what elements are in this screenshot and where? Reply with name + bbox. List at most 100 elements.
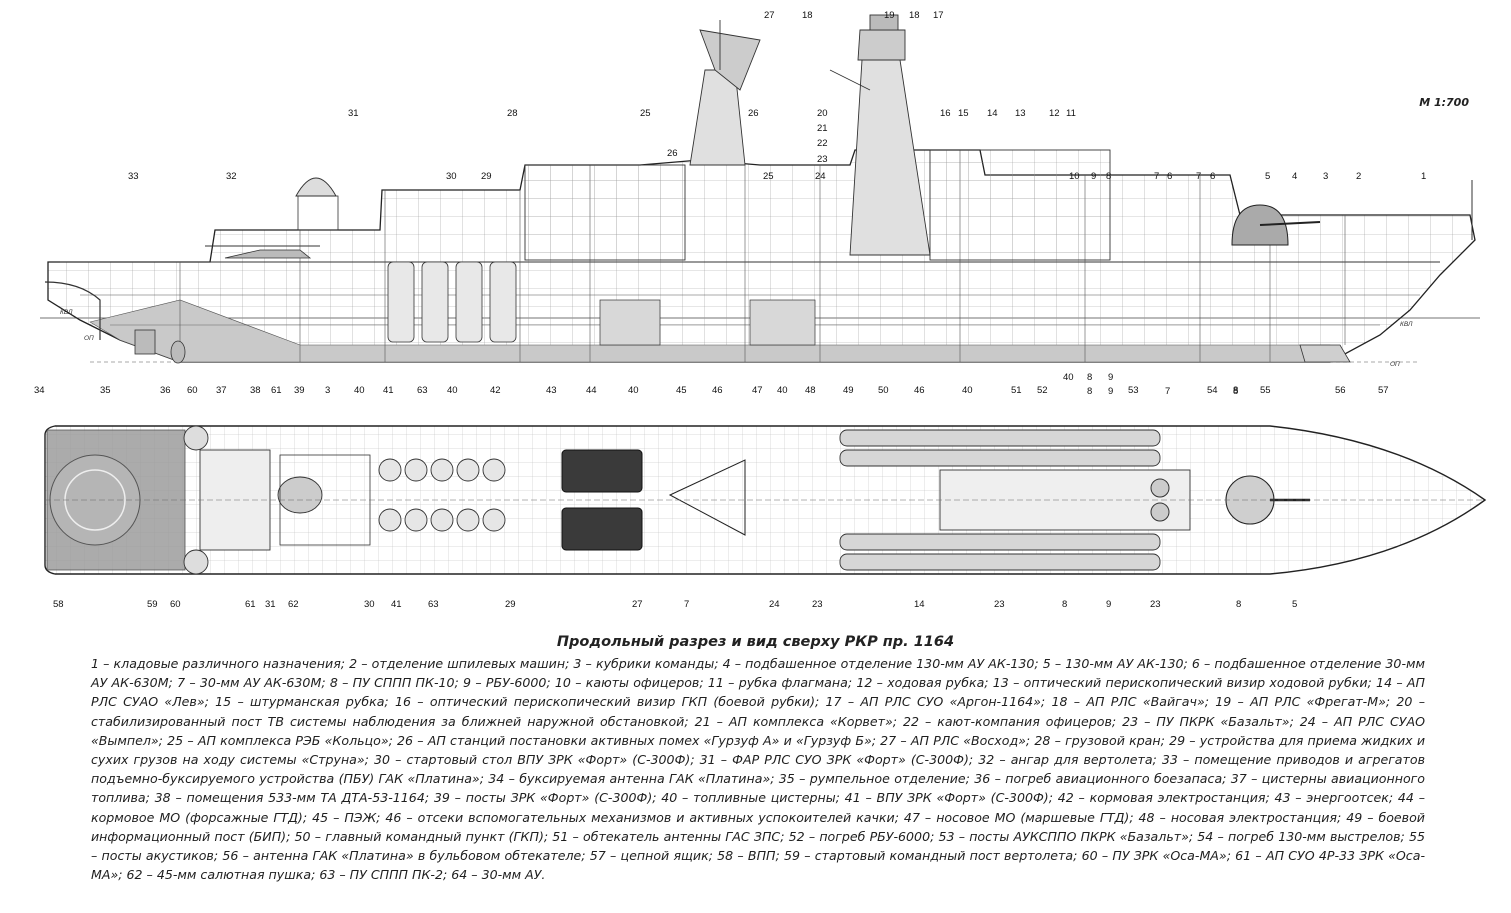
- callout-8: 8: [1106, 171, 1111, 182]
- plan-callout-9-top: 9: [1108, 386, 1113, 397]
- plan-callout-58: 58: [53, 599, 64, 610]
- callout-28: 28: [507, 108, 518, 119]
- callout-47: 47: [752, 385, 763, 396]
- plan-callout-8: 8: [1062, 599, 1067, 610]
- plan-callout-8-top-b: 8: [1233, 386, 1238, 397]
- callout-1: 1: [1421, 171, 1426, 182]
- op-aft-label: ОП: [84, 335, 94, 342]
- caption-legend: 1 – кладовые различного назначения; 2 – …: [91, 656, 1425, 883]
- callout-4: 4: [1292, 171, 1297, 182]
- callout-8-bottom: 8: [1087, 372, 1092, 383]
- callout-26: 26: [748, 108, 759, 119]
- callout-60: 60: [187, 385, 198, 396]
- callout-40d: 40: [777, 385, 788, 396]
- plan-callout-27: 27: [632, 599, 643, 610]
- caption-title: Продольный разрез и вид сверху РКР пр. 1…: [556, 634, 955, 650]
- callout-34: 34: [34, 385, 45, 396]
- callout-25: 25: [640, 108, 651, 119]
- callout-53: 53: [1128, 385, 1139, 396]
- callout-30: 30: [446, 171, 457, 182]
- callout-56: 56: [1335, 385, 1346, 396]
- fwd-superstructure: [929, 149, 1111, 261]
- voskhod-radar-top: [668, 459, 746, 536]
- plan-callout-63: 63: [428, 599, 439, 610]
- engine-rooms-side: [599, 299, 816, 346]
- callout-36: 36: [160, 385, 171, 396]
- callout-41: 41: [383, 385, 394, 396]
- plan-callout-8b: 8: [1236, 599, 1241, 610]
- callout-12: 12: [1049, 108, 1060, 119]
- callout-3: 3: [1323, 171, 1328, 182]
- callout-35: 35: [100, 385, 111, 396]
- op-fore-label: ОП: [1390, 361, 1400, 368]
- callout-6: 6: [1167, 171, 1172, 182]
- callout-3-bottom: 3: [325, 385, 330, 396]
- callout-50: 50: [878, 385, 889, 396]
- callout-40f: 40: [1063, 372, 1074, 383]
- callout-11: 11: [1066, 108, 1076, 119]
- callout-42: 42: [490, 385, 501, 396]
- callout-14: 14: [987, 108, 998, 119]
- fort-fcr-top: [277, 476, 323, 514]
- aft-funnel-stbd: [561, 507, 643, 551]
- callout-18: 18: [802, 10, 813, 21]
- plan-callout-31: 31: [265, 599, 276, 610]
- callout-15: 15: [958, 108, 969, 119]
- plan-callout-41: 41: [391, 599, 402, 610]
- plan-callout-23c: 23: [1150, 599, 1161, 610]
- callout-22: 22: [817, 138, 828, 149]
- bulb-sonar-dome: [1299, 344, 1351, 363]
- callout-7b: 7: [1196, 171, 1201, 182]
- callout-51: 51: [1011, 385, 1022, 396]
- callout-21: 21: [817, 123, 828, 134]
- kvl-fore-label: КВЛ: [1400, 321, 1413, 328]
- callout-6b: 6: [1210, 171, 1215, 182]
- callout-49: 49: [843, 385, 854, 396]
- callout-38: 38: [250, 385, 261, 396]
- callout-54: 54: [1207, 385, 1218, 396]
- osa-launcher-stbd: [183, 549, 209, 575]
- callout-9-bottom: 9: [1108, 372, 1113, 383]
- callout-19: 19: [884, 10, 895, 21]
- callout-61: 61: [271, 385, 282, 396]
- helicopter-side: [205, 245, 320, 259]
- side-top-callouts: 27 18 19 18 17 31 28 25 26 20 21 22 23 1…: [128, 10, 1426, 182]
- callout-48: 48: [805, 385, 816, 396]
- plan-callout-24: 24: [769, 599, 780, 610]
- osa-fcr-dome: [295, 177, 339, 231]
- callout-33: 33: [128, 171, 139, 182]
- plan-callout-9: 9: [1106, 599, 1111, 610]
- ak630-fwd-port: [1150, 478, 1170, 498]
- callout-57: 57: [1378, 385, 1389, 396]
- callout-29: 29: [481, 171, 492, 182]
- plan-callouts: 58 59 60 61 31 62 30 41 63 29 27 7 24 23…: [53, 386, 1297, 610]
- ship-drawing: КВЛ КВЛ ОП ОП: [34, 10, 1487, 610]
- callout-24: 24: [815, 171, 826, 182]
- callout-63: 63: [417, 385, 428, 396]
- callout-40e: 40: [962, 385, 973, 396]
- plan-callout-29: 29: [505, 599, 516, 610]
- callout-13: 13: [1015, 108, 1026, 119]
- aft-superstructure: [524, 164, 686, 261]
- callout-52: 52: [1037, 385, 1048, 396]
- aft-mast: [689, 20, 761, 166]
- callout-25b: 25: [763, 171, 774, 182]
- plan-callout-14: 14: [914, 599, 925, 610]
- scale-label: М 1:700: [1419, 96, 1469, 109]
- plan-view: 58 59 60 61 31 62 30 41 63 29 27 7 24 23…: [44, 386, 1487, 610]
- callout-27: 27: [764, 10, 775, 21]
- callout-40c: 40: [628, 385, 639, 396]
- aft-funnel-port: [561, 449, 643, 493]
- callout-46: 46: [712, 385, 723, 396]
- callout-2: 2: [1356, 171, 1361, 182]
- ak130-gun-side: [1231, 204, 1321, 246]
- plan-callout-5: 5: [1292, 599, 1297, 610]
- side-bottom-callouts: 34 35 36 60 37 38 61 39 3 40 41 63 40 42…: [34, 372, 1389, 396]
- plan-callout-7: 7: [684, 599, 689, 610]
- plan-callout-7-top: 7: [1165, 386, 1170, 397]
- plan-callout-8-top: 8: [1087, 386, 1092, 397]
- callout-31: 31: [348, 108, 359, 119]
- callout-32: 32: [226, 171, 237, 182]
- callout-5: 5: [1265, 171, 1270, 182]
- callout-8-bottom-b: 8: [1233, 385, 1238, 396]
